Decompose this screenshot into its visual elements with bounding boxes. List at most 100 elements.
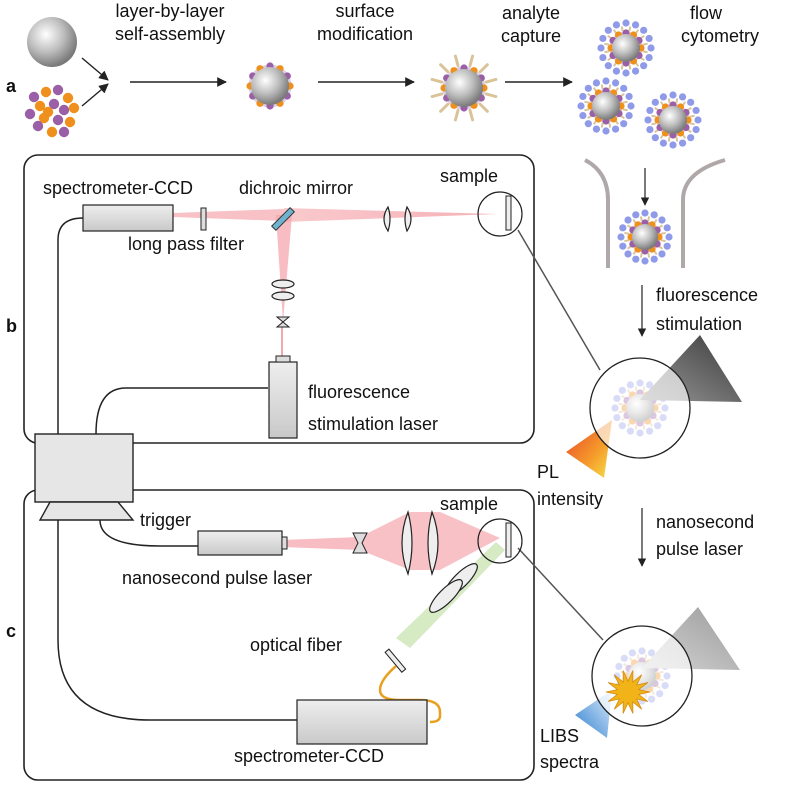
cable-trigger — [99, 519, 198, 547]
analyte-dot — [669, 141, 677, 149]
surface-ligand — [600, 84, 604, 90]
laser-aperture-b — [275, 355, 291, 363]
surface-ligand — [604, 42, 610, 46]
analyte-dot — [579, 92, 587, 101]
nanoparticle-core — [445, 69, 483, 107]
analyte-dot — [663, 224, 671, 232]
panel-label-b: b — [6, 316, 17, 336]
analyte-dot — [602, 77, 610, 85]
fluorescence-laser-label-line1: fluorescence — [308, 382, 410, 402]
laser-aperture-c — [281, 536, 288, 550]
analyte-dot — [651, 98, 659, 106]
lens-vertical-concave — [275, 316, 291, 328]
analyte-dot — [617, 233, 625, 241]
magnified-view-c — [591, 625, 693, 727]
beam-laser-vertical — [276, 215, 292, 322]
nanoparticle-core — [612, 34, 640, 62]
analyte-dot — [645, 53, 653, 62]
analyte-dot — [641, 209, 649, 217]
analyte-dot — [592, 125, 601, 133]
surface-ligand — [675, 98, 679, 104]
lens-vertical-2 — [271, 291, 295, 301]
analyte-dot — [659, 139, 668, 147]
surface-ligand — [651, 122, 657, 126]
analyte-dot — [577, 102, 585, 110]
analyte-dot — [619, 224, 627, 232]
cluster-dot — [58, 104, 70, 116]
analyte-capture-label-line2: capture — [501, 26, 561, 46]
analyte-dot — [627, 102, 635, 110]
analyte-dot — [665, 233, 673, 241]
analyte-dot — [669, 91, 677, 99]
bare-nanoparticle — [27, 17, 77, 67]
long-pass-filter — [200, 207, 207, 231]
nanosecond-label-line1: nanosecond — [656, 512, 754, 532]
analyte-dot — [658, 250, 666, 258]
pl-intensity-label-line1: PL — [537, 462, 559, 482]
lens-b-2 — [404, 205, 412, 233]
surface-modification-label-line1: surface — [335, 1, 394, 21]
panel-c-frame — [23, 489, 535, 781]
analyte-dot — [599, 34, 607, 43]
spectrometer-ccd-c-label: spectrometer-CCD — [234, 746, 384, 766]
zoom-line-c — [517, 547, 604, 641]
lens-vertical-1 — [271, 279, 295, 289]
nanosecond-pulse-laser — [197, 530, 283, 556]
dichroic-mirror — [270, 206, 296, 232]
surface-ligand — [600, 122, 604, 128]
analyte-dot — [692, 125, 700, 134]
surface-ligand — [468, 108, 475, 122]
surface-ligand — [647, 216, 651, 222]
analyte-dot — [687, 98, 695, 106]
analyte-dot — [631, 21, 640, 29]
panel-b-frame — [23, 154, 535, 444]
surface-ligand — [608, 84, 612, 90]
surface-ligand — [608, 122, 612, 128]
analyte-dot — [641, 257, 649, 265]
surface-ligand — [689, 122, 695, 126]
flow-cell-wall-left — [584, 158, 610, 268]
cluster-dot — [46, 126, 58, 138]
analyte-dot — [611, 79, 620, 87]
analyte-dot — [632, 211, 640, 219]
analyte-dot — [647, 44, 655, 52]
fluorescence-stimulation-label-line2: stimulation — [656, 314, 742, 334]
sample-slide-c — [505, 522, 512, 558]
analyte-dot — [640, 62, 648, 70]
analyte-dot — [611, 125, 620, 133]
analyte-dot — [599, 53, 607, 62]
cable-spectrometer-c — [57, 520, 297, 721]
analyte-dot — [622, 69, 630, 77]
computer-base — [38, 501, 135, 521]
analyte-dot — [650, 255, 658, 263]
cluster-dot — [48, 98, 60, 110]
optical-fiber-tip — [384, 648, 407, 673]
analyte-dot — [631, 67, 640, 75]
analyte-dot — [612, 67, 621, 75]
flow-cytometry-label-line1: flow — [690, 3, 723, 23]
analyte-dot — [694, 116, 702, 124]
fluorescence-stimulation-label-line1: fluorescence — [656, 285, 758, 305]
spectrometer-ccd-b — [82, 204, 174, 232]
surface-ligand — [622, 108, 628, 112]
analyte-dot — [584, 120, 592, 128]
analyte-dot — [612, 21, 621, 29]
cluster-dot — [58, 126, 70, 138]
analyte-dot — [678, 93, 687, 101]
analyte-dot — [678, 139, 687, 147]
cluster-dot — [52, 84, 64, 96]
cluster-dot — [42, 106, 54, 118]
analyte-dot — [602, 127, 610, 135]
beam-laser-c — [282, 537, 360, 550]
surface-modification-label-line2: modification — [317, 24, 413, 44]
spectrometer-ccd-b-label: spectrometer-CCD — [43, 178, 193, 198]
self-assembly-label-line1: layer-by-layer — [115, 1, 224, 21]
surface-ligand — [642, 42, 648, 46]
cluster-dot — [24, 108, 36, 120]
surface-ligand — [660, 231, 666, 235]
cluster-dot — [62, 92, 74, 104]
analyte-dot — [624, 216, 632, 224]
surface-ligand — [439, 63, 450, 74]
